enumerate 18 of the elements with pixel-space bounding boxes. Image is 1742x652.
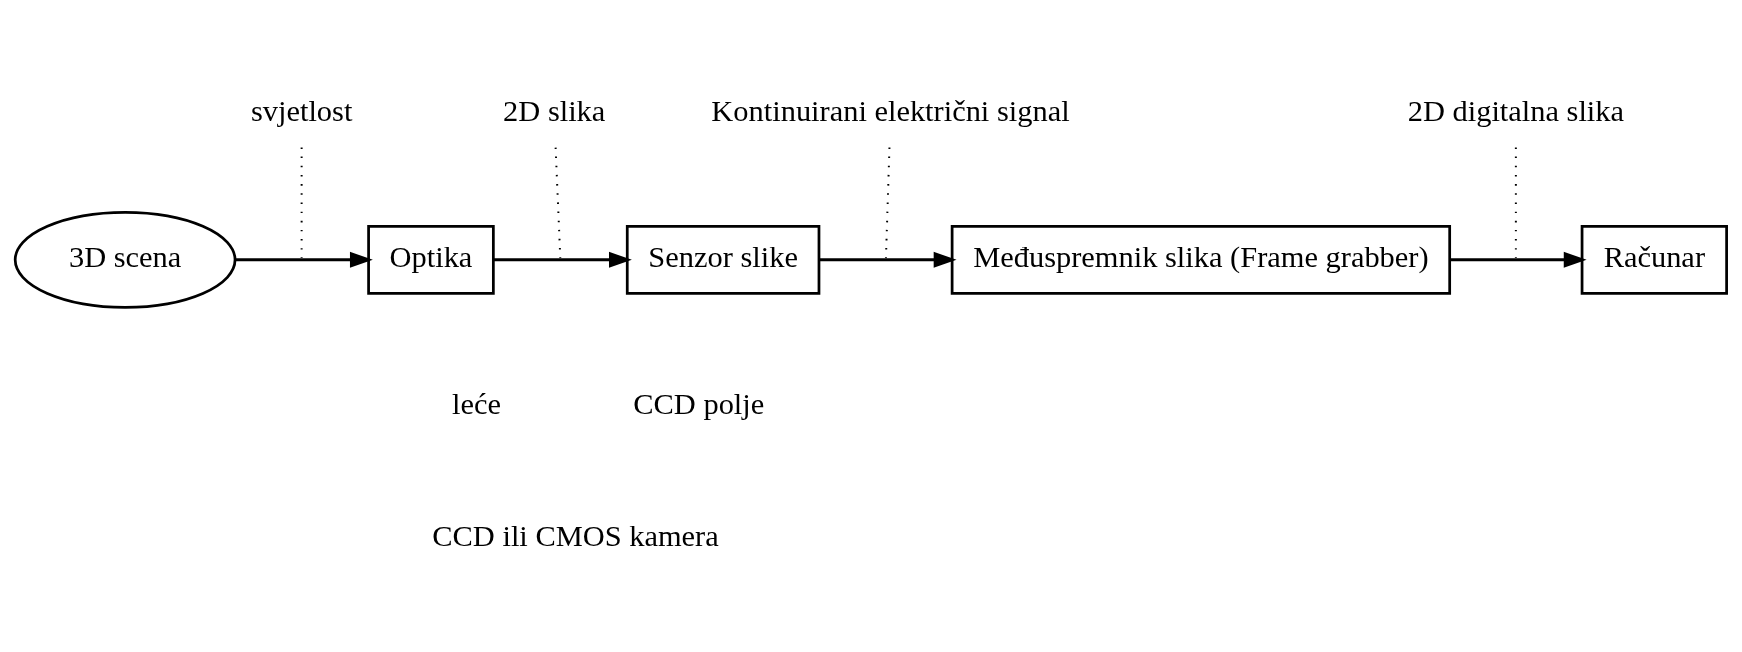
arrow bbox=[493, 251, 632, 268]
node-box: Računar bbox=[1580, 224, 1728, 295]
node-box: Senzor slike bbox=[625, 224, 821, 295]
label: CCD polje bbox=[633, 386, 765, 421]
node-text: Kontinuirani električni signal bbox=[711, 94, 1070, 129]
node-text: svjetlost bbox=[250, 94, 353, 129]
label: leće bbox=[452, 386, 502, 421]
connector bbox=[554, 146, 562, 260]
node-box: Optika bbox=[367, 224, 495, 295]
arrow bbox=[819, 251, 957, 268]
connector bbox=[884, 146, 891, 260]
node-box: Međuspremnik slika (Frame grabber) bbox=[950, 224, 1452, 295]
node-text: 2D slika bbox=[503, 94, 606, 129]
arrow bbox=[1449, 251, 1587, 268]
arrow bbox=[235, 251, 373, 268]
node-text: 2D digitalna slika bbox=[1407, 94, 1625, 129]
label: CCD ili CMOS kamera bbox=[432, 519, 719, 554]
node-ellipse: 3D scena bbox=[13, 210, 237, 309]
